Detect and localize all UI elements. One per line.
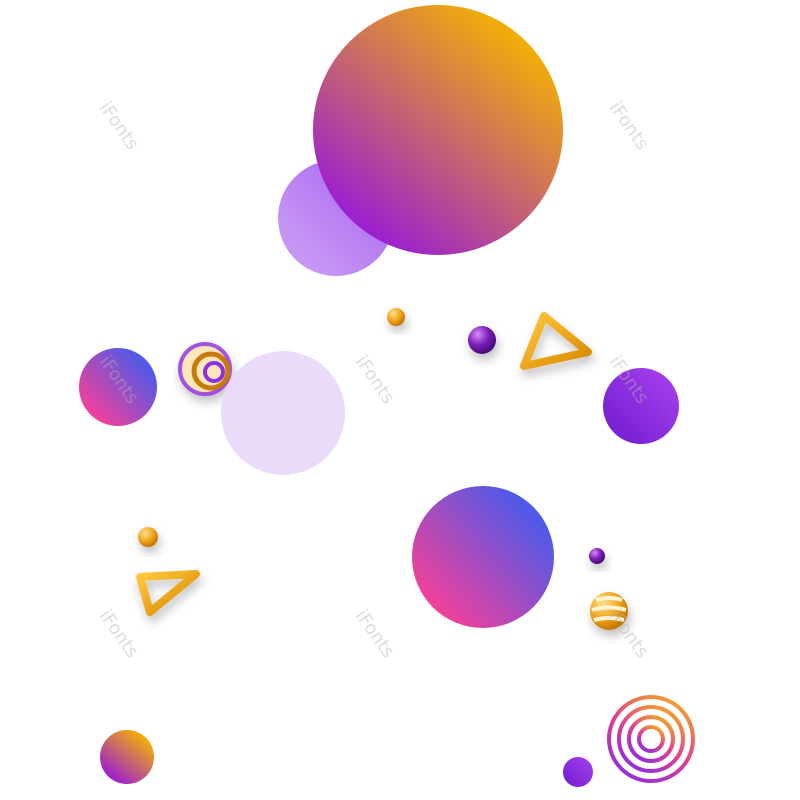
- small-purple-ball-2: [589, 548, 605, 564]
- blue-pink-circle-left: [79, 348, 157, 426]
- large-orange-purple-circle: [313, 5, 563, 255]
- small-gold-ball-1: [387, 308, 405, 326]
- small-violet-circle: [563, 757, 593, 787]
- striped-ball-1: [178, 342, 232, 396]
- striped-ball-2: [590, 592, 628, 630]
- violet-circle: [603, 368, 679, 444]
- small-purple-ball-1: [468, 326, 496, 354]
- gold-triangle-2: [136, 570, 200, 616]
- gold-triangle-1: [520, 312, 592, 370]
- concentric-rings: [607, 695, 695, 783]
- pale-lavender-circle: [221, 351, 345, 475]
- blue-pink-circle-center: [412, 486, 554, 628]
- small-gold-ball-2: [138, 527, 158, 547]
- small-orange-purple-circle: [100, 730, 154, 784]
